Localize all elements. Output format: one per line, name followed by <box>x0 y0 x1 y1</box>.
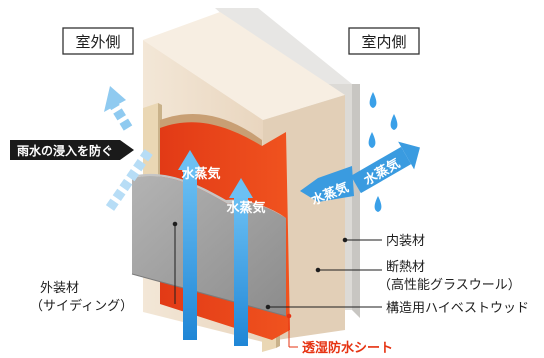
indoor-label: 室内側 <box>361 33 406 51</box>
rain-block-label: 雨水の浸入を防ぐ <box>17 143 113 158</box>
vapor-arrow-icon <box>350 141 420 194</box>
rain-block-badge <box>10 140 120 160</box>
vapor-label-2: 水蒸気 <box>226 200 265 216</box>
insulation-label: 断熱材 <box>386 260 425 275</box>
membrane-leader <box>286 313 298 348</box>
leader-lines <box>172 221 382 310</box>
vapor-arrow-icon <box>178 150 202 340</box>
exterior-label: 外装材 <box>40 281 79 296</box>
indoor-box <box>348 27 420 55</box>
water-drop-icon <box>368 92 398 212</box>
membrane-label: 透湿防水シート <box>302 340 393 356</box>
exterior-sub-label: （サイディング） <box>30 298 133 314</box>
outdoor-box <box>62 27 134 55</box>
interior-finish-label: 内装材 <box>386 233 425 249</box>
structural-board-label: 構造用ハイベストウッド <box>386 301 529 316</box>
vapor-label-1: 水蒸気 <box>181 166 220 182</box>
insulation-sub-label: （高性能グラスウール） <box>378 277 521 293</box>
vapor-arrow-icon <box>300 166 354 202</box>
vapor-arrow-icon <box>229 178 253 346</box>
outdoor-label: 室外側 <box>75 33 120 51</box>
